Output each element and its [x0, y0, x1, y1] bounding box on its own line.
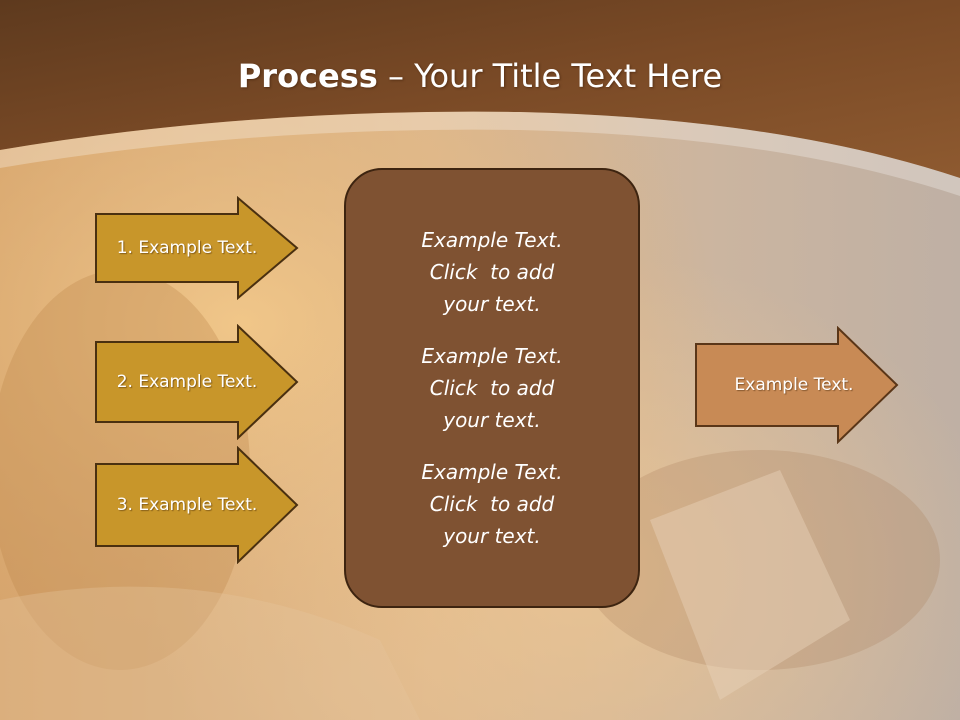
right-arrow-label: Example Text. — [734, 375, 854, 395]
center-block-line: Click to add — [429, 376, 555, 400]
left-arrow-3: 3. Example Text. — [94, 446, 300, 564]
left-arrow-2: 2. Example Text. — [94, 324, 300, 440]
left-arrow-2-label: 2. Example Text. — [116, 372, 258, 392]
left-arrow-1-label: 1. Example Text. — [116, 238, 258, 258]
center-block-line: your text. — [443, 524, 541, 548]
center-block-line: your text. — [443, 408, 541, 432]
center-block-line: Example Text. — [421, 460, 563, 484]
slide-title: Process – Your Title Text Here — [0, 52, 960, 100]
left-arrow-1: 1. Example Text. — [94, 196, 300, 300]
center-block-line: Example Text. — [421, 228, 563, 252]
center-block-line: Click to add — [429, 492, 555, 516]
center-block-3: Example Text. Click to add your text. — [421, 456, 562, 552]
right-arrow: Example Text. — [694, 326, 900, 444]
left-arrow-3-label: 3. Example Text. — [116, 495, 258, 515]
center-block-line: Example Text. — [421, 344, 563, 368]
center-text-box: Example Text. Click to add your text. Ex… — [344, 168, 640, 608]
title-bold: Process — [237, 57, 378, 95]
center-block-1: Example Text. Click to add your text. — [421, 224, 562, 320]
center-block-line: your text. — [443, 292, 541, 316]
center-block-line: Click to add — [429, 260, 555, 284]
center-block-2: Example Text. Click to add your text. — [421, 340, 562, 436]
title-rest: – Your Title Text Here — [377, 57, 723, 95]
